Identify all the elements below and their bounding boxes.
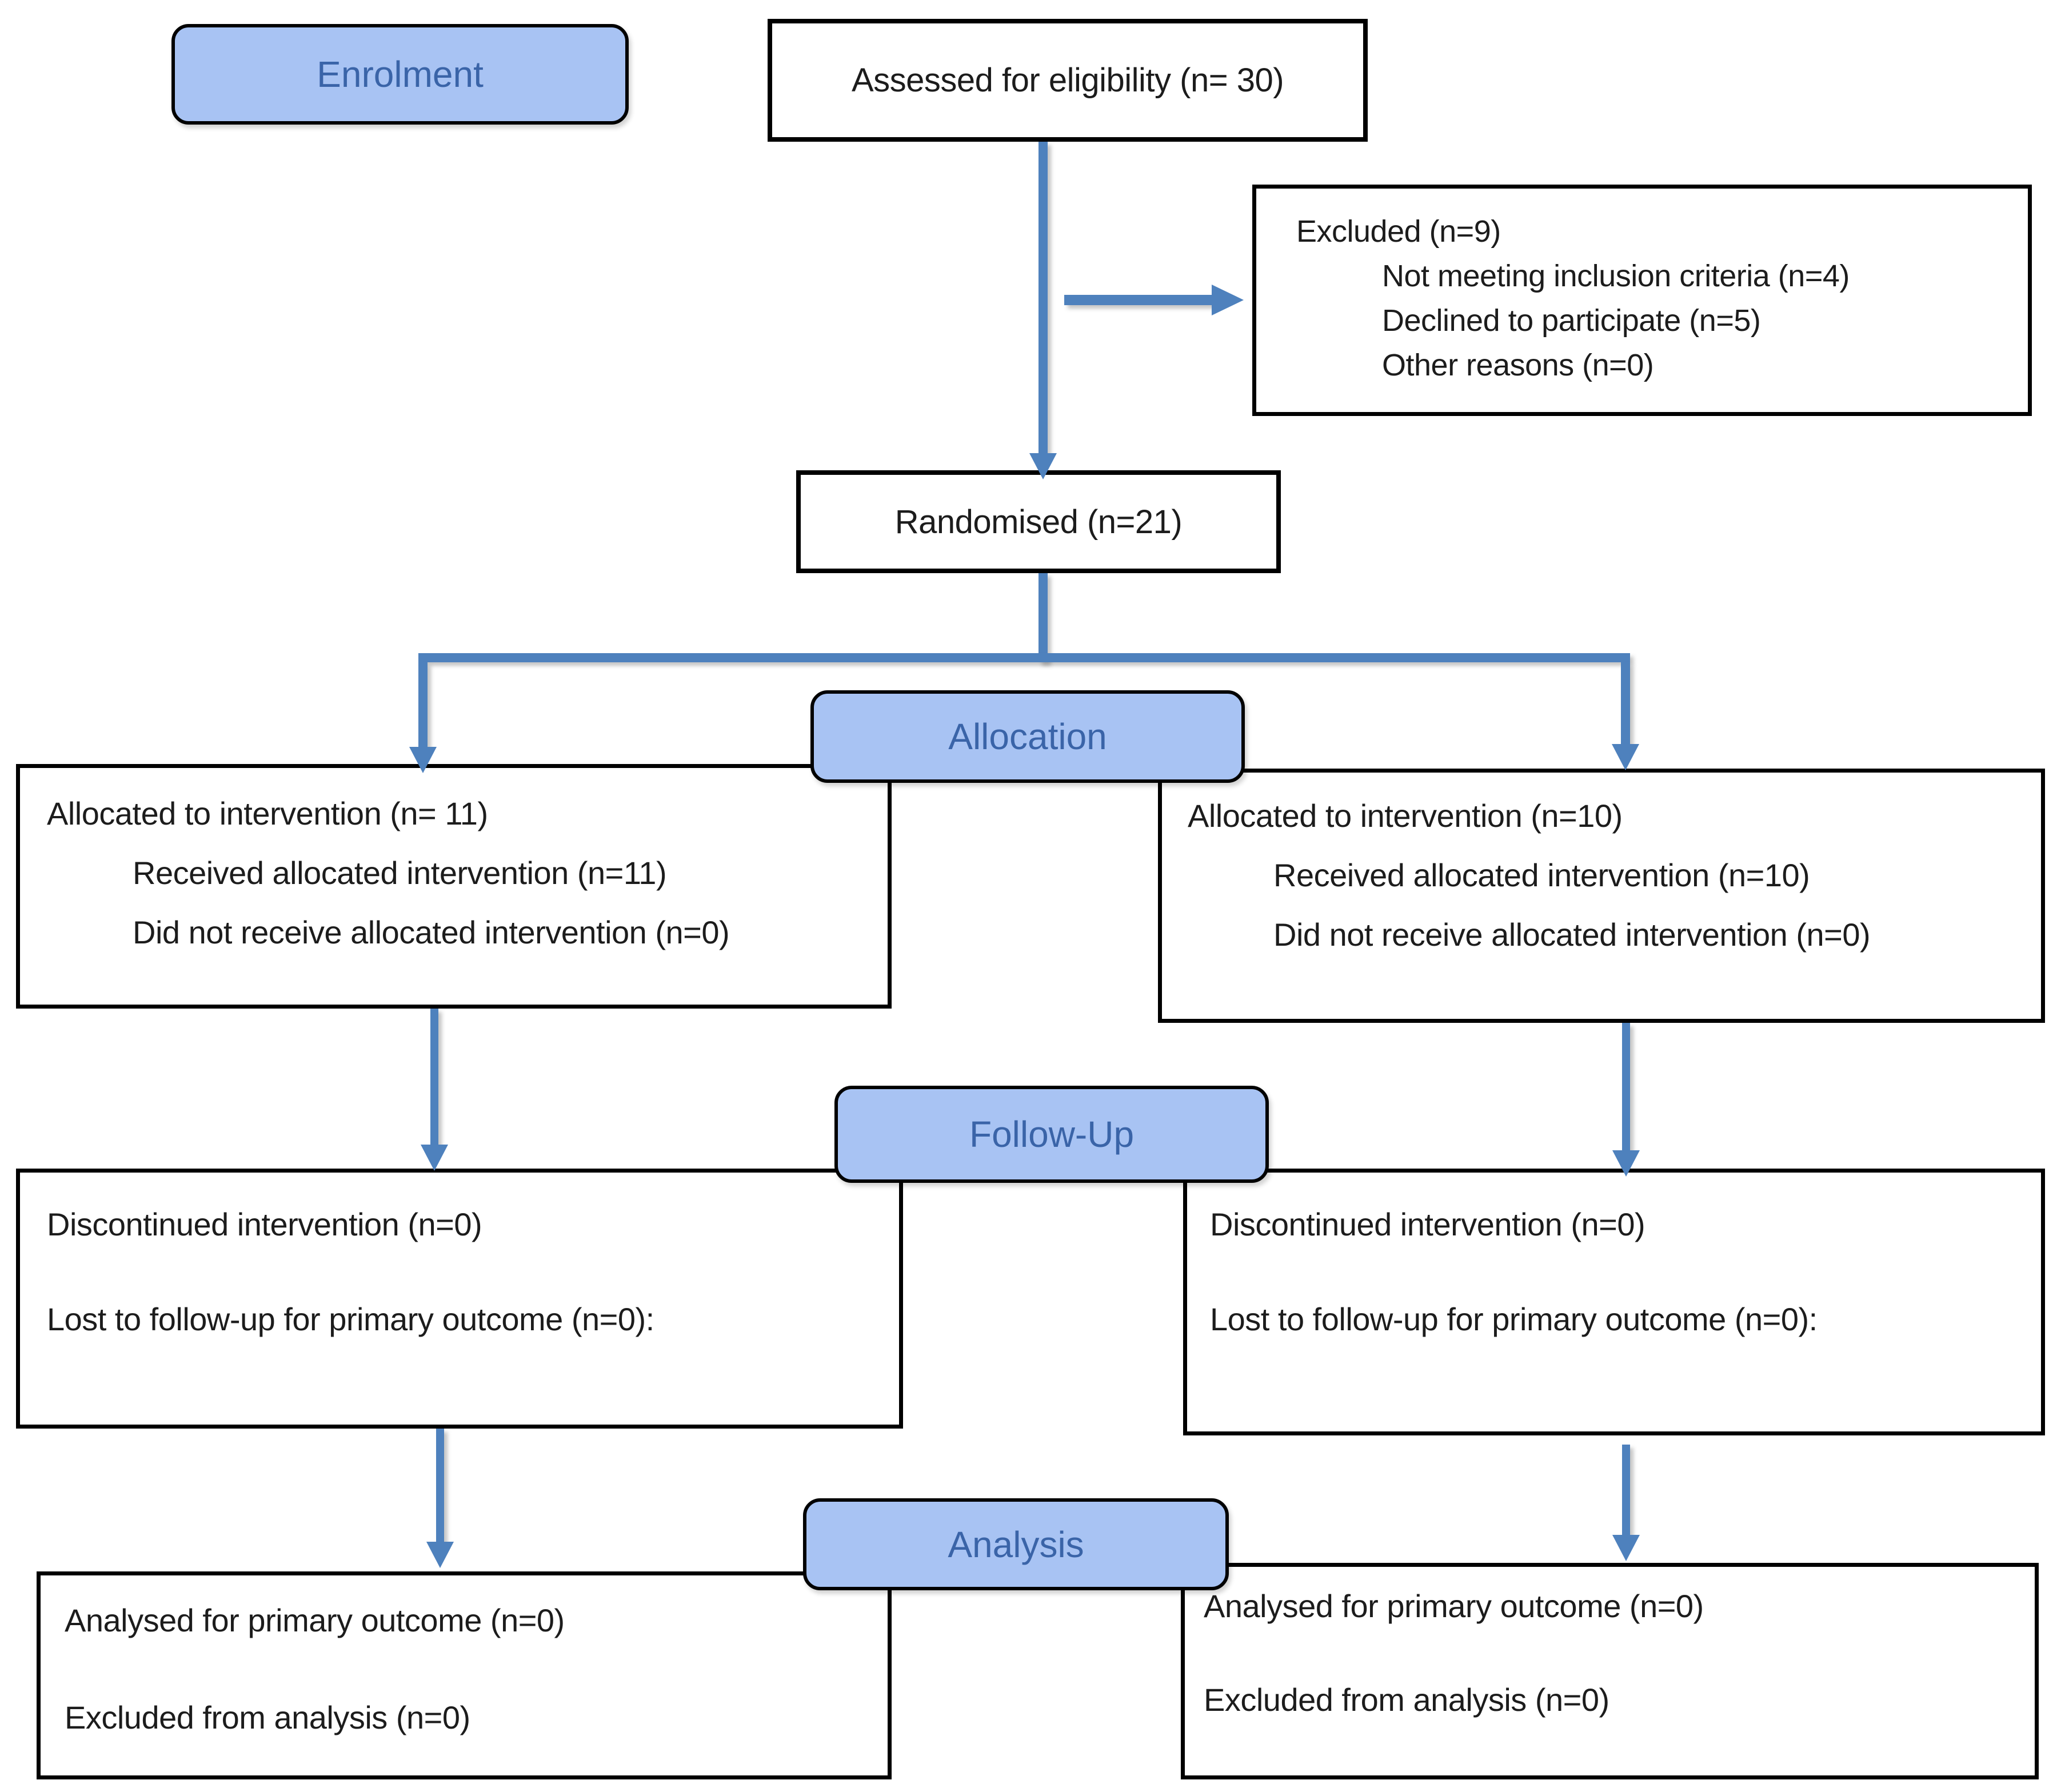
analysis-stage-label: Analysis [803,1498,1229,1590]
spacer [1204,1630,2026,1677]
eligibility-flow-arrowhead-icon [1029,453,1057,479]
analysis-left-line1: Analysed for primary outcome (n=0) [65,1602,565,1638]
allocation-split-right-arrow-shaft [1621,662,1630,745]
analysis-stage-text: Analysis [948,1523,1084,1565]
excluded-item: Not meeting inclusion criteria (n=4) [1382,259,1850,293]
followup-right-line2: Lost to follow-up for primary outcome (n… [1210,1301,1818,1337]
analysis-right-arrow-shaft [1622,1445,1630,1535]
analysis-right-line2: Excluded from analysis (n=0) [1204,1682,1609,1718]
randomised-text: Randomised (n=21) [894,503,1183,541]
followup-right-line1: Discontinued intervention (n=0) [1210,1206,1645,1242]
randomised-flow-arrow-shaft [1039,573,1048,662]
assessed-eligibility-text: Assessed for eligibility (n= 30) [851,62,1284,99]
followup-left-line1: Discontinued intervention (n=0) [47,1206,482,1242]
analysis-right-box: Analysed for primary outcome (n=0) Exclu… [1181,1563,2039,1779]
analysis-right-arrowhead-icon [1612,1535,1640,1561]
allocated-right-title: Allocated to intervention (n=10) [1188,798,1623,834]
excluded-item: Other reasons (n=0) [1382,348,1654,382]
allocation-split-right-arrowhead-icon [1612,744,1639,770]
allocation-stage-label: Allocation [810,690,1245,783]
allocated-left-box: Allocated to intervention (n= 11) Receiv… [16,764,892,1009]
eligibility-flow-arrow-shaft [1039,142,1048,453]
allocated-right-box: Allocated to intervention (n=10) Receive… [1158,769,2045,1023]
enrolment-stage-label: Enrolment [171,24,629,125]
followup-stage-text: Follow-Up [969,1114,1135,1155]
excluded-title: Excluded (n=9) [1296,214,1501,249]
analysis-right-line1: Analysed for primary outcome (n=0) [1204,1588,1704,1624]
followup-left-arrow-shaft [430,1009,438,1146]
spacer [65,1644,879,1694]
followup-right-box: Discontinued intervention (n=0) Lost to … [1183,1169,2045,1435]
excluded-box: Excluded (n=9) Not meeting inclusion cri… [1252,185,2032,416]
assessed-eligibility-box: Assessed for eligibility (n= 30) [768,19,1368,142]
analysis-left-arrowhead-icon [426,1542,454,1568]
excluded-item: Declined to participate (n=5) [1382,303,1761,338]
analysis-left-line2: Excluded from analysis (n=0) [65,1699,470,1735]
analysis-left-box: Analysed for primary outcome (n=0) Exclu… [37,1571,892,1779]
allocated-left-item: Did not receive allocated intervention (… [133,914,730,950]
followup-left-arrowhead-icon [421,1145,448,1171]
allocated-left-title: Allocated to intervention (n= 11) [47,795,488,831]
excluded-branch-arrow-shaft [1064,295,1212,305]
spacer [1210,1248,2032,1296]
allocation-split-left-arrow-shaft [418,662,428,748]
followup-left-line2: Lost to follow-up for primary outcome (n… [47,1301,654,1337]
allocation-split-line [418,653,1630,662]
followup-right-arrow-shaft [1622,1023,1630,1151]
followup-right-arrowhead-icon [1612,1150,1640,1177]
followup-stage-label: Follow-Up [834,1086,1269,1183]
excluded-branch-arrowhead-icon [1212,285,1244,315]
allocation-split-left-arrowhead-icon [409,747,437,773]
allocated-right-item: Did not receive allocated intervention (… [1273,917,1871,953]
enrolment-stage-text: Enrolment [317,54,484,95]
analysis-left-arrow-shaft [436,1429,444,1542]
spacer [47,1248,890,1296]
allocated-right-item: Received allocated intervention (n=10) [1273,857,1810,893]
allocation-stage-text: Allocation [948,716,1107,757]
allocated-left-item: Received allocated intervention (n=11) [133,855,667,891]
randomised-box: Randomised (n=21) [796,470,1281,573]
followup-left-box: Discontinued intervention (n=0) Lost to … [16,1169,903,1429]
